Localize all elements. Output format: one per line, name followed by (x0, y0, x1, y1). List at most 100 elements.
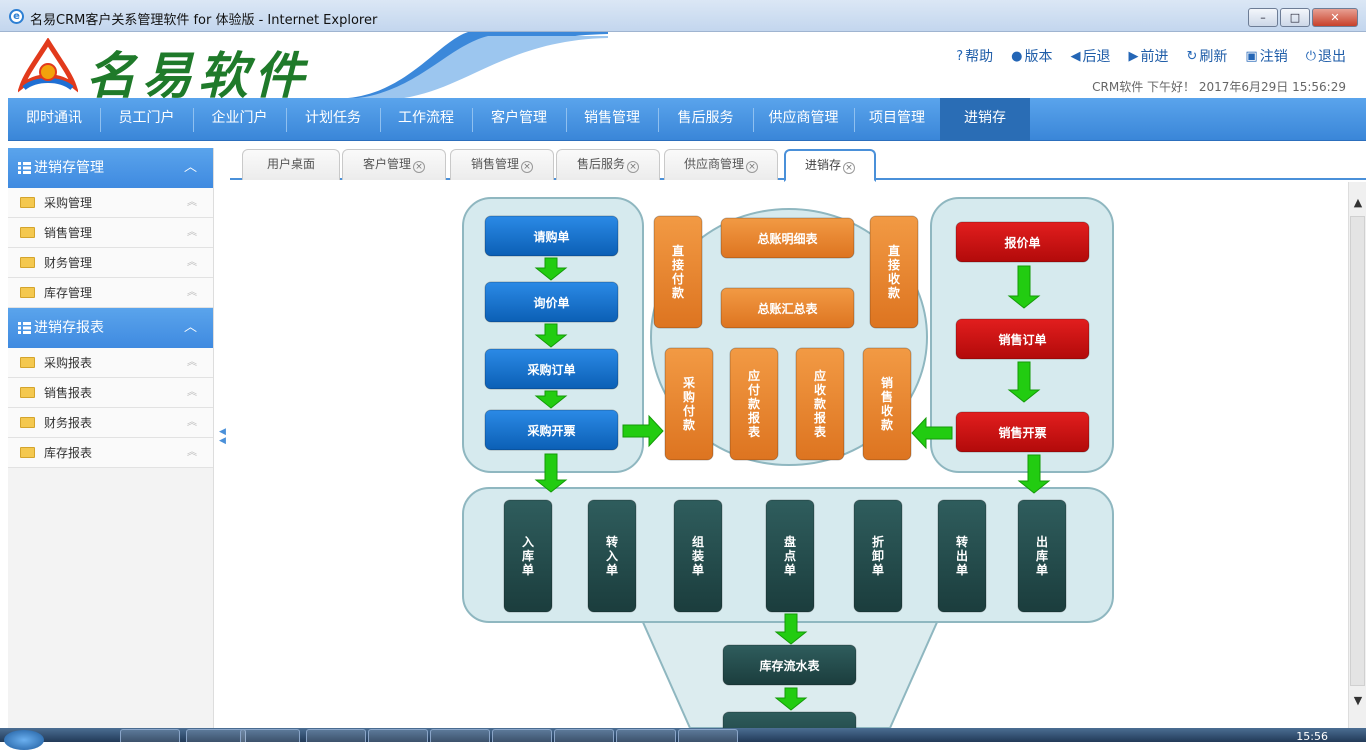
flow-box[interactable] (722, 711, 857, 728)
flow-box[interactable]: 盘点单 (765, 499, 815, 613)
nav-item-5[interactable]: 客户管理 (491, 110, 547, 126)
sidebar-item[interactable]: 采购管理︽ (8, 188, 213, 218)
flow-box[interactable]: 应收款报表 (795, 347, 845, 461)
flow-box[interactable]: 采购订单 (484, 348, 619, 390)
top-link-help[interactable]: ?帮助 (956, 46, 993, 66)
nav-item-1[interactable]: 员工门户 (118, 110, 175, 126)
sidebar-group-header[interactable]: 进销存报表︿ (8, 308, 213, 348)
sidebar-group-title: 进销存报表 (34, 320, 104, 336)
flow-box[interactable]: 组装单 (673, 499, 723, 613)
sidebar-item[interactable]: 销售报表︽ (8, 378, 213, 408)
minimize-button[interactable]: – (1248, 8, 1278, 27)
flow-box[interactable]: 采购付款 (664, 347, 714, 461)
top-link-refresh[interactable]: ↻刷新 (1187, 46, 1228, 66)
tab-5[interactable]: 进销存× (784, 149, 876, 182)
sidebar-item[interactable]: 库存管理︽ (8, 278, 213, 308)
chevron-up-icon: ︿ (183, 160, 197, 175)
close-button[interactable]: ✕ (1312, 8, 1358, 27)
flow-box-label: 出库单 (1036, 534, 1048, 577)
vertical-scrollbar[interactable]: ▲ ▼ (1348, 182, 1366, 728)
nav-item-8[interactable]: 供应商管理 (768, 110, 839, 126)
maximize-button[interactable]: □ (1280, 8, 1310, 27)
flow-box[interactable]: 采购开票 (484, 409, 619, 451)
sidebar-item[interactable]: 财务报表︽ (8, 408, 213, 438)
taskbar-app-button[interactable] (430, 729, 490, 742)
nav-separator (380, 108, 381, 132)
flow-box[interactable]: 折卸单 (853, 499, 903, 613)
close-tab-icon[interactable]: × (746, 161, 758, 173)
flow-box[interactable]: 销售开票 (955, 411, 1090, 453)
close-tab-icon[interactable]: × (843, 162, 855, 174)
nav-item-2[interactable]: 企业门户 (211, 110, 268, 126)
sidebar: 进销存管理︿采购管理︽销售管理︽财务管理︽库存管理︽进销存报表︿采购报表︽销售报… (8, 148, 214, 728)
nav-item-7[interactable]: 售后服务 (677, 110, 734, 126)
app-header: 名易软件 ?帮助●版本◀后退▶前进↻刷新▣注销⏻退出 CRM软件 下午好！ 20… (8, 32, 1366, 98)
top-link-forward[interactable]: ▶前进 (1129, 46, 1169, 66)
nav-item-6[interactable]: 销售管理 (584, 110, 640, 126)
flow-box[interactable]: 直接付款 (653, 215, 703, 329)
top-link-lock[interactable]: ▣注销 (1245, 46, 1287, 66)
tab-3[interactable]: 售后服务× (556, 149, 660, 180)
nav-separator (100, 108, 101, 132)
scroll-thumb[interactable] (1350, 216, 1365, 686)
scroll-up-icon[interactable]: ▲ (1353, 196, 1363, 209)
start-button[interactable] (4, 730, 44, 750)
sidebar-item-label: 库存管理 (44, 286, 93, 300)
window-controls: – □ ✕ (1248, 8, 1358, 27)
sidebar-item[interactable]: 财务管理︽ (8, 248, 213, 278)
tab-1[interactable]: 客户管理× (342, 149, 446, 180)
flow-box[interactable]: 总账明细表 (720, 217, 855, 259)
top-link-power[interactable]: ⏻退出 (1306, 46, 1346, 66)
sidebar-item[interactable]: 销售管理︽ (8, 218, 213, 248)
close-tab-icon[interactable]: × (627, 161, 639, 173)
flow-box[interactable]: 销售订单 (955, 318, 1090, 360)
flow-box[interactable]: 转入单 (587, 499, 637, 613)
tab-0[interactable]: 用户桌面 (242, 149, 340, 180)
sidebar-group-title: 进销存管理 (34, 160, 104, 176)
collapse-sidebar-icon[interactable]: ◀◀ (219, 427, 226, 446)
taskbar-app-button[interactable] (368, 729, 428, 742)
nav-item-3[interactable]: 计划任务 (305, 110, 361, 126)
header-swoosh (348, 32, 608, 98)
taskbar-app-button[interactable] (554, 729, 614, 742)
taskbar-app-button[interactable] (306, 729, 366, 742)
sidebar-item[interactable]: 库存报表︽ (8, 438, 213, 468)
sidebar-group-header[interactable]: 进销存管理 ︿ (8, 148, 213, 188)
flow-box[interactable]: 出库单 (1017, 499, 1067, 613)
flow-arrow-icon (534, 323, 568, 348)
sidebar-item[interactable]: 采购报表︽ (8, 348, 213, 378)
flow-box[interactable]: 库存流水表 (722, 644, 857, 686)
flow-box[interactable]: 直接收款 (869, 215, 919, 329)
taskbar-app-button[interactable] (186, 729, 246, 742)
double-chevron-up-icon: ︽ (187, 197, 197, 208)
flow-box[interactable]: 销售收款 (862, 347, 912, 461)
close-tab-icon[interactable]: × (413, 161, 425, 173)
close-tab-icon[interactable]: × (521, 161, 533, 173)
flow-box[interactable]: 总账汇总表 (720, 287, 855, 329)
scroll-down-icon[interactable]: ▼ (1353, 694, 1363, 707)
top-link-back[interactable]: ◀后退 (1071, 46, 1111, 66)
top-link-label: 版本 (1024, 49, 1053, 65)
flow-arrow-icon (1007, 265, 1041, 309)
flow-arrow-icon (534, 257, 568, 281)
flow-box[interactable]: 转出单 (937, 499, 987, 613)
taskbar-app-button[interactable] (492, 729, 552, 742)
flow-box[interactable]: 入库单 (503, 499, 553, 613)
taskbar-app-button[interactable] (616, 729, 676, 742)
tab-4[interactable]: 供应商管理× (664, 149, 778, 180)
flow-box-label: 销售开票 (998, 425, 1046, 440)
top-link-info[interactable]: ●版本 (1011, 46, 1052, 66)
flow-box[interactable]: 报价单 (955, 221, 1090, 263)
nav-item-10[interactable]: 进销存 (940, 98, 1030, 141)
nav-item-0[interactable]: 即时通讯 (26, 110, 82, 126)
nav-item-9[interactable]: 项目管理 (869, 110, 925, 126)
flow-box[interactable]: 请购单 (484, 215, 619, 257)
flow-box[interactable]: 询价单 (484, 281, 619, 323)
taskbar-app-button[interactable] (240, 729, 300, 742)
tab-label: 售后服务 (576, 157, 625, 171)
taskbar-ie-button[interactable] (120, 729, 180, 742)
nav-item-4[interactable]: 工作流程 (398, 110, 454, 126)
flow-box[interactable]: 应付款报表 (729, 347, 779, 461)
taskbar-app-button[interactable] (678, 729, 738, 742)
tab-2[interactable]: 销售管理× (450, 149, 554, 180)
